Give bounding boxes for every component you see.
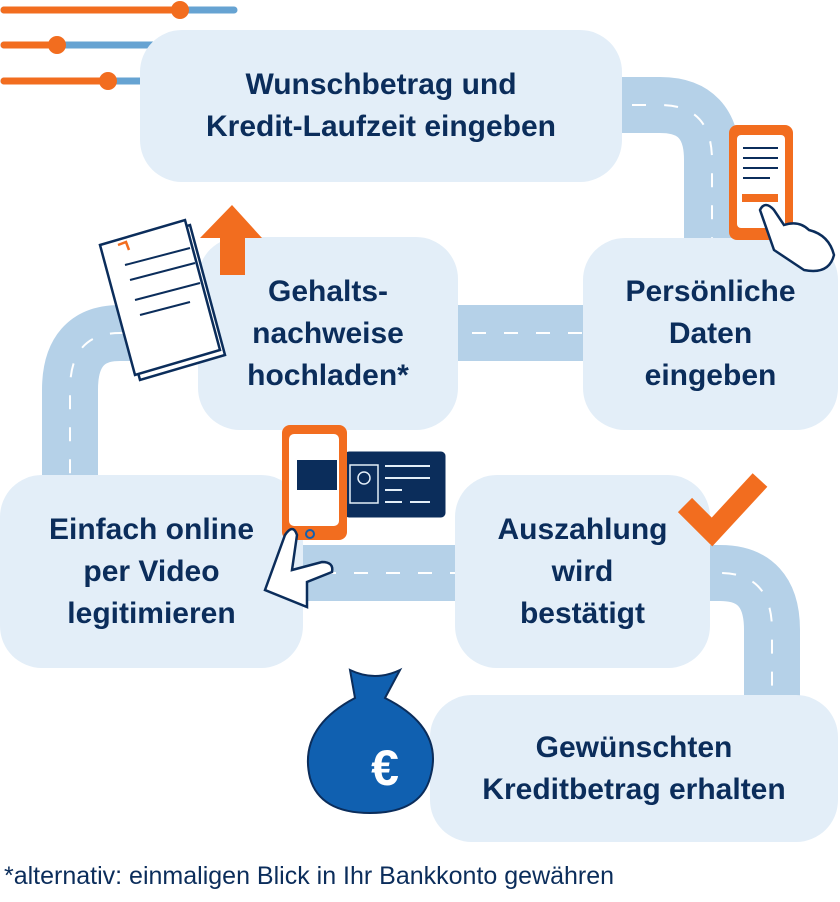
road-markings <box>69 104 773 705</box>
step-text: legitimieren <box>67 596 236 630</box>
step-text: per Video <box>83 554 220 588</box>
document-icon <box>98 218 227 382</box>
id-card-icon <box>344 451 446 518</box>
step-receive-credit: Gewünschten Kreditbetrag erhalten <box>430 695 838 842</box>
step-payout-confirmed: Auszahlung wird bestätigt <box>455 475 710 668</box>
step-text: Persönliche <box>625 275 796 308</box>
svg-text:€: € <box>371 740 399 796</box>
slider-icons <box>0 1 238 90</box>
step-text: Kredit-Laufzeit eingeben <box>205 110 557 143</box>
step-text: Auszahlung <box>497 512 668 546</box>
step-text: bestätigt <box>519 596 645 630</box>
checkmark-icon <box>677 473 768 547</box>
step-text: eingeben <box>644 359 777 392</box>
step-text: Kreditbetrag erhalten <box>482 772 786 806</box>
step-text: Einfach online <box>48 512 255 546</box>
step-text: nachweise <box>252 316 404 350</box>
phone-camera-icon <box>263 425 347 609</box>
step-personal-data: Persönliche Daten eingeben <box>583 238 838 430</box>
step-text: Daten <box>668 317 753 350</box>
step-text: wird <box>551 554 614 588</box>
step-text: hochladen* <box>247 358 409 392</box>
step-text: Wunschbetrag und <box>245 68 517 101</box>
step-enter-amount: Wunschbetrag und Kredit-Laufzeit eingebe… <box>140 30 622 182</box>
footnote: *alternativ: einmaligen Blick in Ihr Ban… <box>4 862 615 890</box>
money-bag-icon: € <box>306 667 434 815</box>
step-text: Gewünschten <box>535 730 733 764</box>
phone-icon <box>729 125 836 273</box>
step-text: Gehalts- <box>267 274 389 308</box>
upload-arrow-icon <box>200 205 262 275</box>
step-video-ident: Einfach online per Video legitimieren <box>0 475 303 668</box>
